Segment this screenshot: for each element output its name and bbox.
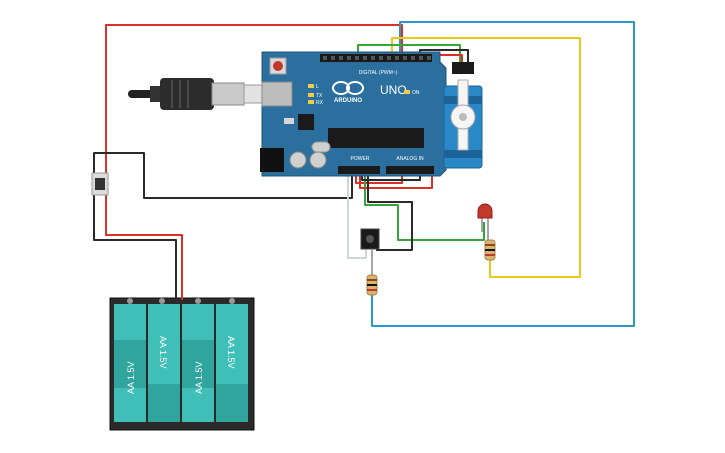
servo-motor[interactable] (443, 62, 483, 169)
battery-cell-4 (216, 304, 248, 422)
red-led[interactable] (477, 203, 493, 240)
wire-white[interactable] (347, 172, 367, 259)
battery-cell-2-label: AA 1.5V (158, 336, 168, 369)
usb-cable[interactable] (128, 78, 265, 110)
wire-yellow-signal[interactable] (391, 37, 581, 278)
board-brand: ARDUINO (334, 98, 362, 104)
resistor-pulldown[interactable] (366, 274, 378, 296)
digital-header[interactable] (320, 54, 432, 62)
battery-cell-4-label: AA 1.5V (226, 336, 236, 369)
wire-black-ground[interactable] (93, 152, 353, 298)
wire-green-led[interactable] (364, 172, 485, 241)
pushbutton-switch[interactable] (91, 172, 109, 196)
analog-header[interactable] (386, 166, 434, 174)
tx-label: TX (316, 93, 323, 99)
l-label: L (316, 84, 319, 90)
arduino-uno-board[interactable]: DIGITAL (PWM~) ARDUINO UNO L TX RX ON (260, 51, 447, 177)
wire-red-supply[interactable] (105, 24, 403, 298)
battery-cell-1-label: AA 1.5V (126, 361, 136, 394)
battery-cell-2 (148, 304, 180, 422)
power-jack[interactable] (260, 148, 284, 172)
wire-blue-signal[interactable] (371, 21, 635, 327)
servo-horn[interactable] (450, 79, 476, 151)
digital-label: DIGITAL (PWM~) (359, 70, 398, 76)
battery-pack-4xaa[interactable]: AA 1.5V AA 1.5V AA 1.5V AA 1.5V (109, 297, 255, 431)
usb-jack[interactable] (261, 81, 293, 107)
battery-cell-1 (114, 304, 146, 422)
battery-cell-3 (182, 304, 214, 422)
microcontroller-chip (328, 128, 424, 148)
pushbutton-small[interactable] (360, 228, 380, 250)
wire-black-pushbutton[interactable] (367, 172, 413, 251)
board-model: UNO (380, 83, 407, 97)
resistor-led[interactable] (484, 239, 496, 261)
battery-leads (175, 290, 183, 300)
analog-label: ANALOG IN (396, 156, 424, 162)
arduino-logo (332, 81, 364, 95)
rx-label: RX (316, 100, 324, 106)
wires (93, 21, 635, 327)
battery-terminals (127, 298, 235, 304)
on-label: ON (412, 90, 420, 96)
battery-cell-3-label: AA 1.5V (194, 361, 204, 394)
power-header[interactable] (338, 166, 380, 174)
power-label: POWER (351, 156, 370, 162)
